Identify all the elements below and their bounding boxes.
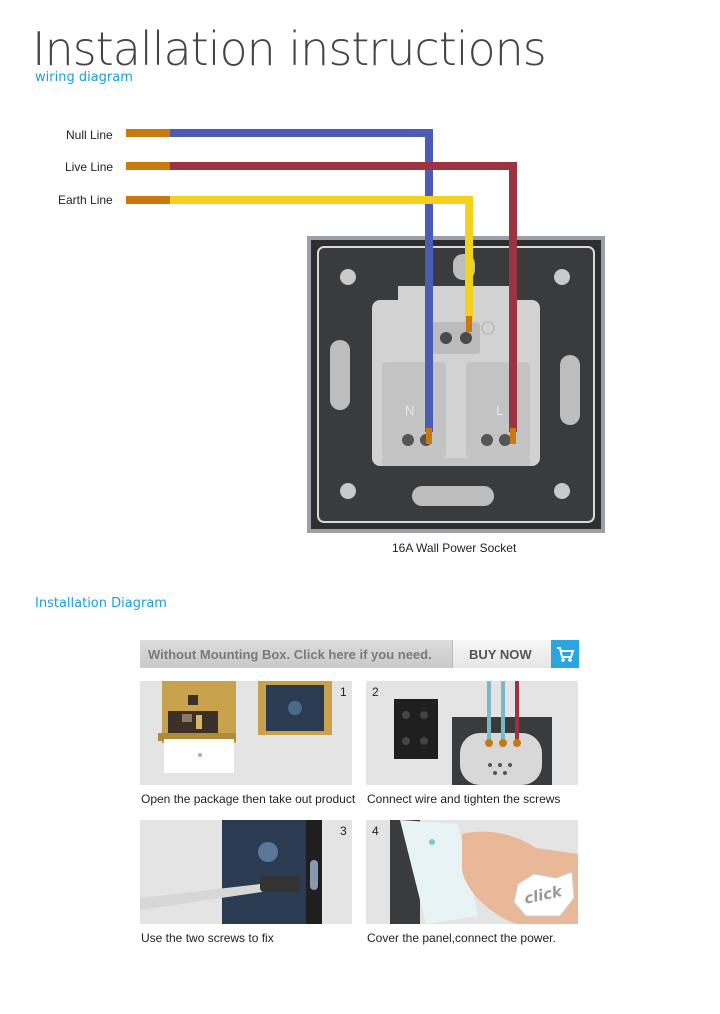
cart-icon[interactable] bbox=[551, 640, 579, 668]
earth-wire bbox=[126, 196, 473, 332]
step-2-caption: Connect wire and tighten the screws bbox=[367, 792, 561, 806]
live-line-label: Live Line bbox=[65, 160, 114, 174]
step-4-number: 4 bbox=[372, 824, 379, 838]
null-line-label: Null Line bbox=[66, 128, 113, 142]
terminal-l-label: L bbox=[496, 403, 503, 418]
live-wire bbox=[126, 162, 517, 444]
page-title: Installation instructions bbox=[32, 22, 547, 76]
step-2-number: 2 bbox=[372, 685, 379, 699]
terminal-n-label: N bbox=[405, 403, 414, 418]
step-1-image bbox=[140, 681, 352, 785]
buy-now-label: BUY NOW bbox=[469, 647, 532, 662]
step-3-caption: Use the two screws to fix bbox=[141, 931, 274, 945]
installation-diagram-heading: Installation Diagram bbox=[35, 596, 167, 611]
null-wire bbox=[126, 129, 433, 444]
earth-line-label: Earth Line bbox=[58, 193, 113, 207]
step-4-image: click bbox=[366, 820, 578, 924]
wiring-diagram-subtitle: wiring diagram bbox=[35, 70, 133, 85]
mounting-box-banner[interactable]: Without Mounting Box. Click here if you … bbox=[140, 640, 579, 668]
socket-caption: 16A Wall Power Socket bbox=[392, 541, 517, 555]
step-1-number: 1 bbox=[340, 685, 347, 699]
buy-now-button[interactable]: BUY NOW bbox=[452, 640, 579, 668]
step-3-image bbox=[140, 820, 352, 924]
banner-text[interactable]: Without Mounting Box. Click here if you … bbox=[148, 647, 432, 662]
wiring-diagram: N L bbox=[126, 129, 605, 533]
step-1-caption: Open the package then take out product bbox=[141, 792, 356, 806]
step-4-caption: Cover the panel,connect the power. bbox=[367, 931, 556, 945]
wall-socket-graphic bbox=[307, 236, 605, 533]
step-3-number: 3 bbox=[340, 824, 347, 838]
step-2-image bbox=[366, 681, 578, 785]
